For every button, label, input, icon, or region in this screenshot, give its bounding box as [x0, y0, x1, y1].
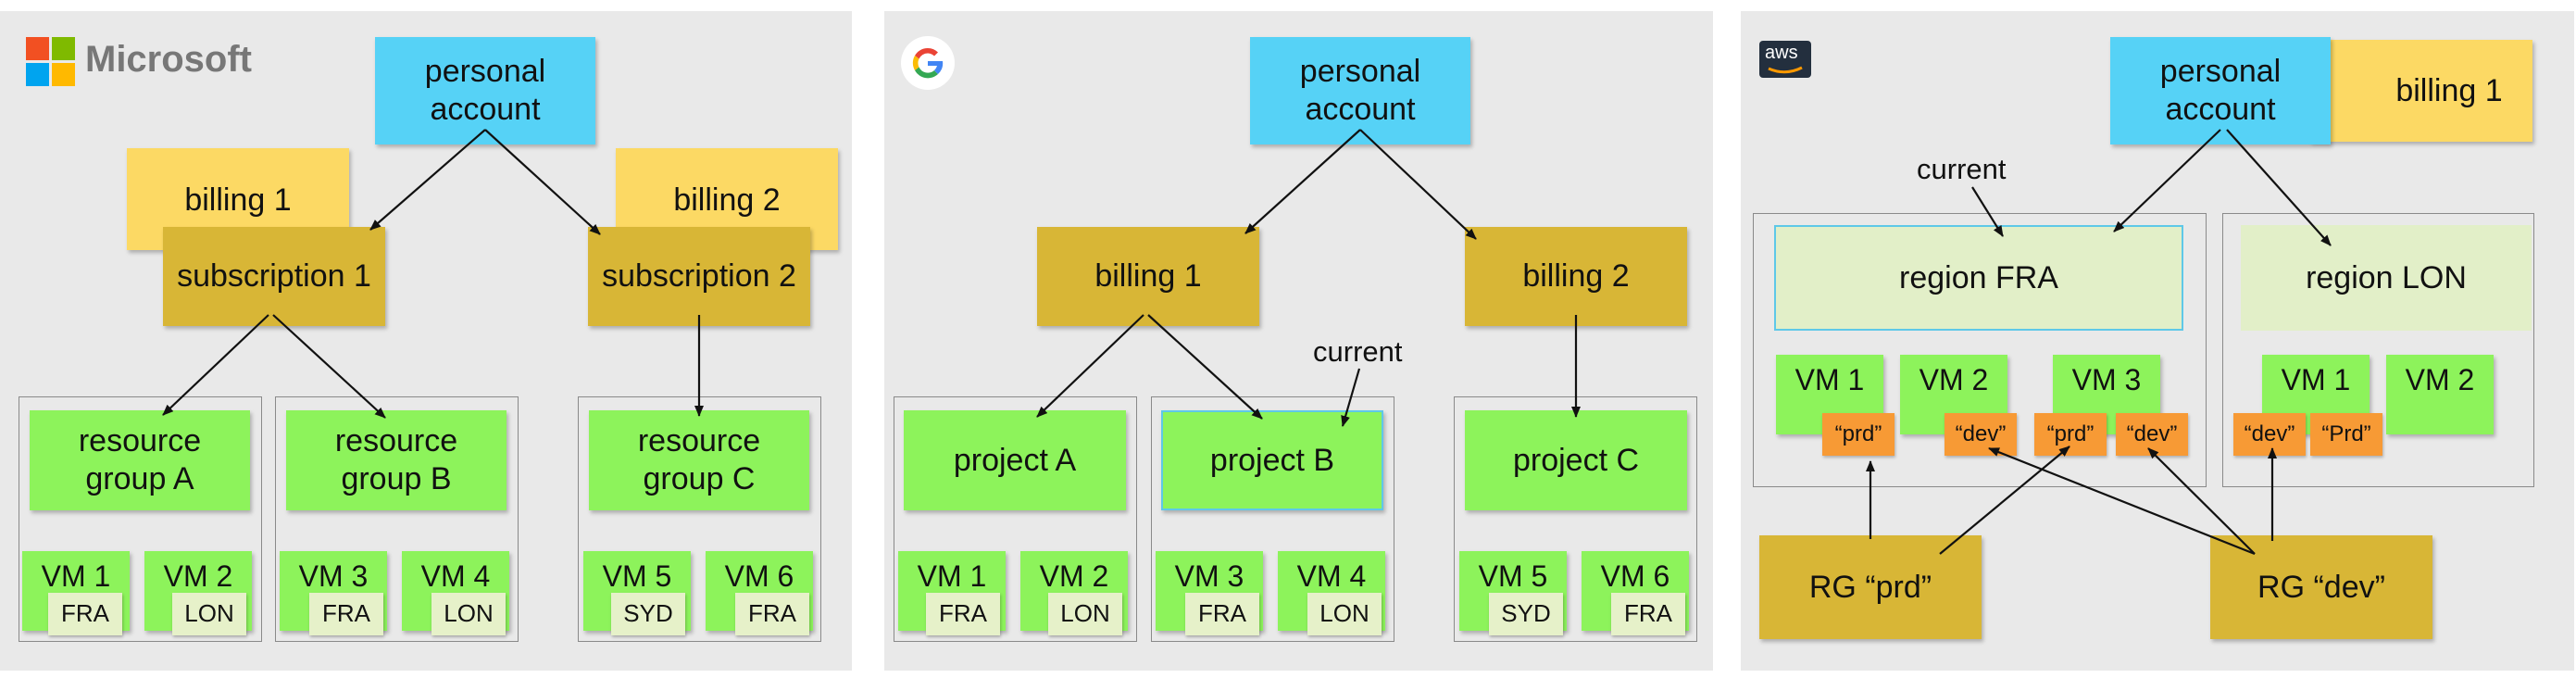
g-project-b: project B [1161, 410, 1383, 510]
ms-resource-group-a: resource group A [30, 410, 250, 510]
aws-current-label: current [1917, 153, 2007, 185]
aws-smile-icon [1768, 66, 1803, 74]
aws-tag-prd-vm1: “prd” [1822, 413, 1894, 456]
ms-rg-b-frame [275, 396, 519, 642]
ms-vm-5-loc: SYD [611, 593, 685, 635]
g-project-c: project C [1465, 410, 1687, 510]
microsoft-logo-icon [26, 37, 75, 86]
g-project-b-frame [1151, 396, 1394, 642]
aws-region-fra: region FRA [1774, 225, 2183, 331]
aws-personal-account: personal account [2110, 37, 2331, 144]
aws-rg-prd: RG “prd” [1759, 535, 1982, 639]
ms-vm-6-loc: FRA [735, 593, 809, 635]
arrow-ms-account-to-sub2 [484, 129, 601, 235]
g-vm-6-loc: FRA [1611, 593, 1685, 635]
ms-subscription-2: subscription 2 [588, 227, 810, 326]
g-vm-2: VM 2 [1020, 551, 1128, 631]
g-vm-2-loc: LON [1048, 593, 1122, 635]
aws-rg-dev: RG “dev” [2210, 535, 2432, 639]
aws-tag-prd-lon-vm1: “Prd” [2310, 413, 2382, 456]
ms-vm-4-loc: LON [431, 593, 506, 635]
google-logo-icon [901, 36, 955, 90]
arrow-aws-account-to-lon [2226, 129, 2332, 246]
microsoft-logo-text: Microsoft [85, 39, 252, 80]
ms-vm-2-loc: LON [172, 593, 246, 635]
aws-region-lon-frame [2222, 213, 2534, 487]
arrow-g-bill1-to-proja [1036, 314, 1144, 418]
arrow-ms-sub1-to-rga [162, 314, 269, 416]
ms-subscription-1: subscription 1 [163, 227, 385, 326]
ms-vm-1-loc: FRA [48, 593, 122, 635]
arrow-ms-account-to-sub1 [369, 129, 486, 231]
g-vm-4-loc: LON [1307, 593, 1382, 635]
g-vm-5-loc: SYD [1489, 593, 1563, 635]
g-billing-2: billing 2 [1465, 227, 1687, 326]
microsoft-logo [26, 37, 76, 87]
ms-resource-group-c: resource group C [589, 410, 809, 510]
ms-vm-3-loc: FRA [309, 593, 383, 635]
g-billing-1: billing 1 [1037, 227, 1259, 326]
arrow-g-bill1-to-projb [1147, 314, 1263, 420]
arrow-aws-rgdev-to-vm3dev [2147, 447, 2256, 555]
aws-logo-text: aws [1765, 43, 1798, 63]
ms-resource-group-b: resource group B [286, 410, 506, 510]
arrow-aws-rgprd-to-vm3 [1939, 446, 2070, 555]
arrow-aws-account-to-fra [2113, 129, 2221, 232]
aws-region-fra-frame [1753, 213, 2207, 487]
arrow-aws-current-to-fra [1971, 186, 2004, 237]
arrow-ms-sub1-to-rgb [272, 314, 386, 419]
aws-fra-vm-3: VM 3 [2053, 355, 2160, 434]
aws-tag-prd-vm3: “prd” [2034, 413, 2107, 456]
g-vm-1-loc: FRA [926, 593, 1000, 635]
aws-logo: aws [1759, 41, 1811, 78]
arrow-g-current-to-projb [1341, 368, 1361, 427]
arrow-aws-rgdev-to-vm2 [1988, 446, 2256, 556]
aws-tag-dev-vm2: “dev” [1945, 413, 2017, 456]
g-project-a-frame [894, 396, 1137, 642]
aws-region-lon: region LON [2241, 225, 2532, 331]
ms-personal-account: personal account [375, 37, 595, 144]
aws-lon-vm-2: VM 2 [2386, 355, 2494, 434]
g-personal-account: personal account [1250, 37, 1470, 144]
g-current-label: current [1313, 335, 1403, 368]
google-logo [900, 35, 956, 91]
g-vm-3-loc: FRA [1185, 593, 1259, 635]
aws-billing-1: billing 1 [2310, 40, 2532, 142]
arrow-g-account-to-bill2 [1359, 129, 1477, 240]
arrow-g-account-to-bill1 [1244, 129, 1361, 234]
ms-rg-a-frame [19, 396, 262, 642]
g-project-a: project A [904, 410, 1126, 510]
